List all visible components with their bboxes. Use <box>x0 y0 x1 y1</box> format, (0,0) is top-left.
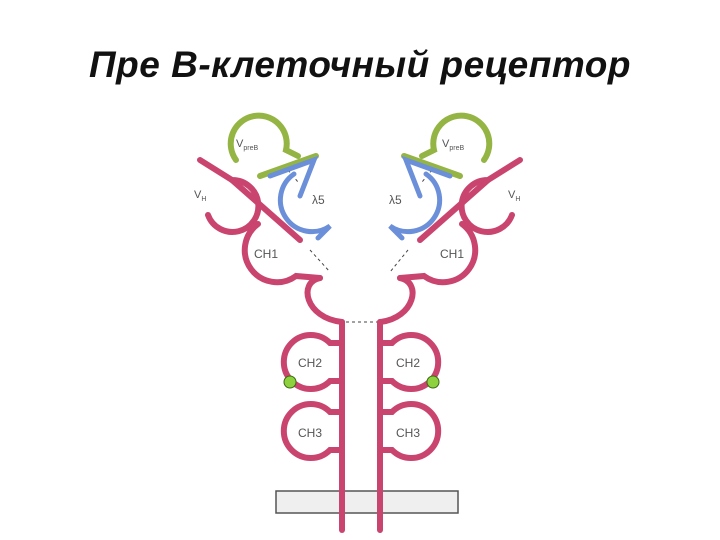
label-ch3-right: CH3 <box>396 426 420 440</box>
label-vpreb-right: VpreB <box>442 138 464 152</box>
slide-title: Пре B-клеточный рецептор <box>89 44 631 85</box>
label-vh-right: VH <box>508 189 520 203</box>
label-ch2-right: CH2 <box>396 356 420 370</box>
lambda5-right <box>388 155 453 241</box>
vpreb-left <box>227 112 319 179</box>
label-ch3-left: CH3 <box>298 426 322 440</box>
label-ch1-left: CH1 <box>254 247 278 261</box>
glycan-dot-left <box>283 375 297 389</box>
glycan-dot-right <box>426 375 440 389</box>
cell-membrane <box>275 490 459 514</box>
label-ch2-left: CH2 <box>298 356 322 370</box>
label-vh-left: VH <box>194 189 206 203</box>
label-vpreb-left: VpreB <box>236 138 258 152</box>
label-ch1-right: CH1 <box>440 247 464 261</box>
label-lambda5-left: λ5 <box>312 193 325 207</box>
heavy-chain-left <box>197 157 345 533</box>
heavy-chain-right <box>377 157 523 533</box>
lambda5-left <box>267 155 332 241</box>
label-lambda5-right: λ5 <box>389 193 402 207</box>
vpreb-right <box>401 112 493 179</box>
